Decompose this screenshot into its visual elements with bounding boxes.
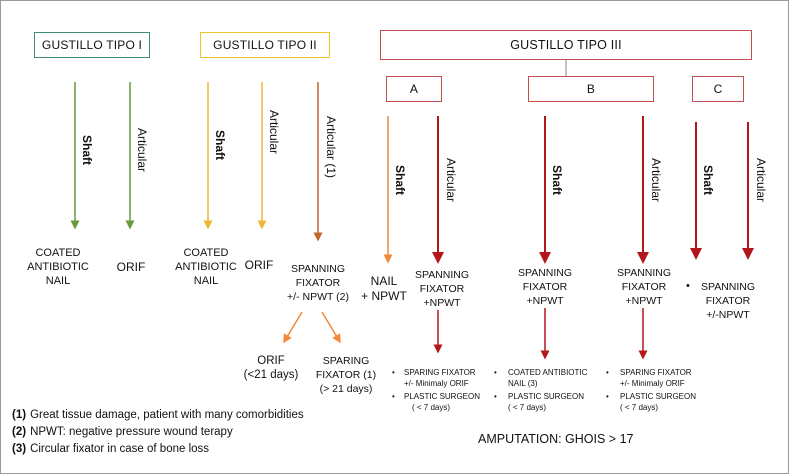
label-t1-articular: Articular [135,127,149,173]
header-tipo-2: GUSTILLO TIPO II [200,32,330,58]
detail-line: SPARING FIXATOR [404,368,476,377]
bullet: • [392,392,395,401]
label-a-shaft: Shaft [393,165,407,195]
detail-line: NAIL (3) [508,379,538,388]
outcome-t2-orif-21: ORIF(<21 days) [243,355,299,381]
header-sub-b: B [528,76,654,102]
bullet: • [494,392,497,401]
footnote-2: (2)NPWT: negative pressure wound terapy [12,426,233,438]
header-sub-a: A [386,76,442,102]
detail-line: +/- Minimaly ORIF [620,379,685,388]
bullet: • [606,392,609,401]
bullet: • [494,368,497,377]
amputation-criterion: AMPUTATION: GHOIS > 17 [478,432,634,446]
detail-line: PLASTIC SURGEON [620,392,697,401]
outcome-t2-orif: ORIF [244,258,274,272]
arrow-t2-to-orif [283,311,303,344]
footnote-3: (3)Circular fixator in case of bone loss [12,443,210,455]
header-sub-c: C [692,76,744,102]
outcome-t1-orif: ORIF [116,260,146,274]
footnote-1: (1)Great tissue damage, patient with man… [12,409,304,421]
detail-line: COATED ANTIBIOTIC [508,368,588,377]
label-t1-shaft: Shaft [80,135,94,165]
label-a-articular: Articular [444,157,458,203]
label-c-shaft: Shaft [701,165,715,195]
label-b-articular: Articular [649,157,663,203]
bullet: • [392,368,395,377]
detail-line: +/- Minimaly ORIF [404,379,469,388]
detail-line: ( < 7 days) [508,403,547,412]
label-t2-shaft: Shaft [213,130,227,160]
detail-line: ( < 7 days) [620,403,659,412]
label-b-shaft: Shaft [550,165,564,195]
bullet: • [686,280,690,292]
detail-line: PLASTIC SURGEON [404,392,481,401]
detail-line: PLASTIC SURGEON [508,392,585,401]
label-t2-articular-1: Articular (1) [324,115,338,179]
detail-line: SPARING FIXATOR [620,368,692,377]
header-tipo-1: GUSTILLO TIPO I [34,32,150,58]
label-t2-articular: Articular [267,109,281,155]
bullet: • [606,368,609,377]
arrow-t2-to-sparing [321,311,341,344]
header-tipo-3: GUSTILLO TIPO III [380,30,752,60]
detail-line: ( < 7 days) [412,403,451,412]
label-c-articular: Articular [754,157,768,203]
outcome-a-nail: NAIL+ NPWT [361,274,407,303]
